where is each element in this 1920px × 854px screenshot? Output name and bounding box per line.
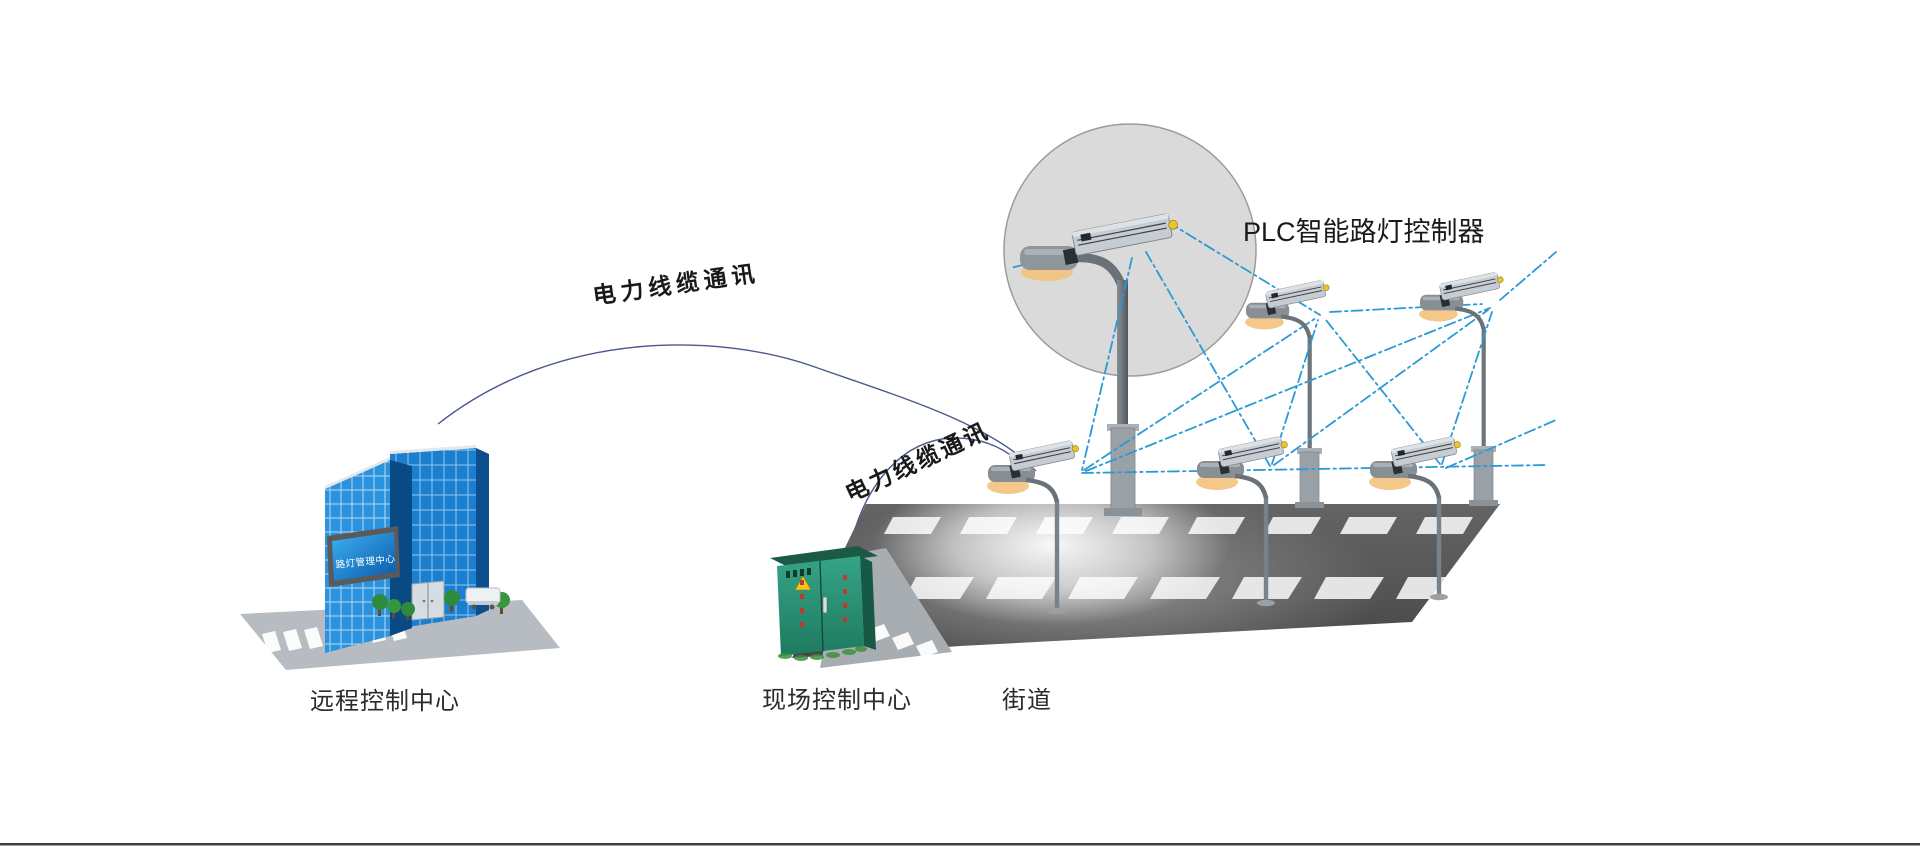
streetlight-far-1 xyxy=(1245,279,1331,337)
field-center-label: 现场控制中心 xyxy=(762,687,912,714)
lamp-light-pool xyxy=(874,465,1230,625)
streetlight-far-2 xyxy=(1419,271,1505,329)
plc-controller-box xyxy=(1071,213,1178,256)
antenna-nub xyxy=(1168,219,1178,230)
near-pole-3-base xyxy=(1430,593,1448,601)
powerline-arc-remote xyxy=(437,344,1037,472)
far-pole-2 xyxy=(1481,327,1486,450)
big-pole-cap xyxy=(1107,424,1139,431)
remote-center-label: 远程控制中心 xyxy=(310,688,460,715)
plc-controller-label: PLC智能路灯控制器 xyxy=(1243,217,1485,247)
zoomed-streetlight xyxy=(1020,213,1178,281)
tower-left-cap xyxy=(325,457,390,489)
zoom-circle xyxy=(1003,123,1257,377)
bottom-divider xyxy=(0,843,1920,846)
far-pole-2-cap xyxy=(1471,446,1496,452)
near-pole-2-base xyxy=(1257,599,1275,607)
door-knob xyxy=(430,599,434,603)
field-control-center-cabinet xyxy=(770,546,952,668)
big-pole-plate xyxy=(1104,508,1142,516)
tower-right-cap xyxy=(390,445,476,454)
street-label: 街道 xyxy=(1002,687,1052,714)
near-pole-2 xyxy=(1263,496,1269,602)
cabinet-handle xyxy=(822,596,828,614)
near-pole-3 xyxy=(1436,496,1442,596)
far-pole-1 xyxy=(1307,335,1312,452)
far-pole-1-collar xyxy=(1299,451,1320,507)
big-pole-collar xyxy=(1110,427,1136,513)
far-pole-2-plate xyxy=(1469,500,1498,506)
remote-control-center-building: 路灯管理中心 xyxy=(240,445,560,670)
cabinet-side xyxy=(860,556,876,650)
service-van xyxy=(465,587,501,610)
cabinet-door-gap xyxy=(819,560,824,652)
cabinet-vents xyxy=(786,568,811,578)
building-screen xyxy=(332,532,396,581)
controller-bracket xyxy=(1062,247,1079,265)
streetlight-near-2 xyxy=(1196,435,1289,498)
tower-right-side xyxy=(476,448,489,616)
lamp-head-highlight xyxy=(1024,249,1074,255)
far-pole-2-collar xyxy=(1473,449,1494,505)
powerline-comm-label-1: 电力线缆通讯 xyxy=(591,260,761,309)
door-knob xyxy=(422,599,426,603)
far-pole-1-plate xyxy=(1295,502,1324,508)
cabinet-grass xyxy=(778,646,867,661)
streetlight-poles xyxy=(1048,253,1498,615)
cabinet-red-marks xyxy=(800,575,847,627)
cabinet-front xyxy=(777,556,864,656)
near-pole-1-base xyxy=(1048,607,1066,615)
big-lamp-pole xyxy=(1117,280,1128,432)
far-pole-1-cap xyxy=(1297,448,1322,454)
near-pole-1 xyxy=(1054,500,1060,610)
cabinet-lid xyxy=(770,546,878,568)
tower-left-side xyxy=(390,460,412,636)
